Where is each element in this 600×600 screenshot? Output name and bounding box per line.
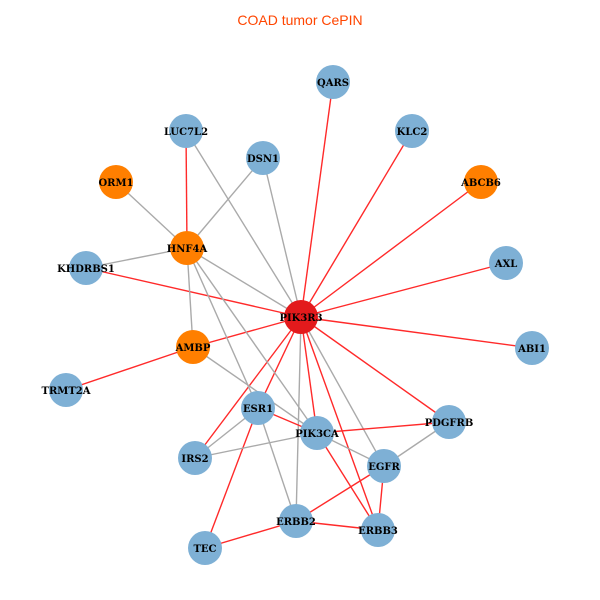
node-circle[interactable] <box>246 141 280 175</box>
edge-pik3r3-pdgfrb <box>300 316 450 423</box>
node-circle[interactable] <box>316 65 350 99</box>
graph-title: COAD tumor CePIN <box>237 12 363 28</box>
edge-pik3r3-qars <box>300 81 334 318</box>
node-label: ERBB2 <box>276 517 316 528</box>
node-label: EGFR <box>368 462 400 473</box>
edge-pik3r3-luc7l2 <box>185 130 302 318</box>
node-circle[interactable] <box>178 441 212 475</box>
edge-dsn1-hnf4a <box>186 157 264 249</box>
edge-egfr-erbb2 <box>295 465 385 522</box>
edge-hnf4a-esr1 <box>186 247 259 409</box>
node-label: ABCB6 <box>460 178 501 189</box>
node-label: AMBP <box>175 343 211 354</box>
node-klc2[interactable]: KLC2 <box>395 114 429 148</box>
node-circle[interactable] <box>489 246 523 280</box>
node-label: ORM1 <box>98 178 133 189</box>
edge-pik3r3-axl <box>300 262 507 318</box>
edge-ambp-pik3ca <box>192 346 318 434</box>
node-circle[interactable] <box>241 391 275 425</box>
node-circle[interactable] <box>284 300 318 334</box>
node-circle[interactable] <box>279 504 313 538</box>
edge-luc7l2-hnf4a <box>185 130 188 249</box>
node-label: KHDRBS1 <box>57 264 115 275</box>
node-label: KLC2 <box>397 127 428 138</box>
node-circle[interactable] <box>188 531 222 565</box>
node-circle[interactable] <box>515 331 549 365</box>
node-circle[interactable] <box>99 165 133 199</box>
node-circle[interactable] <box>169 114 203 148</box>
edge-pik3r3-pik3ca <box>300 316 318 434</box>
node-label: ERBB3 <box>358 526 398 537</box>
node-circle[interactable] <box>170 231 204 265</box>
node-trmt2a[interactable]: TRMT2A <box>42 373 91 407</box>
node-label: LUC7L2 <box>164 127 208 138</box>
node-hnf4a[interactable]: HNF4A <box>167 231 208 265</box>
node-pdgfrb[interactable]: PDGFRB <box>425 405 474 439</box>
edge-pik3r3-erbb2 <box>295 316 302 522</box>
node-erbb2[interactable]: ERBB2 <box>276 504 316 538</box>
edge-pik3r3-dsn1 <box>262 157 302 318</box>
node-irs2[interactable]: IRS2 <box>178 441 212 475</box>
node-label: TEC <box>193 544 216 555</box>
node-label: ABI1 <box>517 344 546 355</box>
node-circle[interactable] <box>49 373 83 407</box>
node-label: QARS <box>317 78 349 89</box>
node-pik3r3[interactable]: PIK3R3 <box>279 300 323 334</box>
edge-pik3r3-irs2 <box>194 316 302 459</box>
node-pik3ca[interactable]: PIK3CA <box>295 416 339 450</box>
edge-pik3r3-klc2 <box>300 130 413 318</box>
node-ambp[interactable]: AMBP <box>175 330 211 364</box>
node-qars[interactable]: QARS <box>316 65 350 99</box>
node-abcb6[interactable]: ABCB6 <box>460 165 501 199</box>
node-circle[interactable] <box>176 330 210 364</box>
node-abi1[interactable]: ABI1 <box>515 331 549 365</box>
node-luc7l2[interactable]: LUC7L2 <box>164 114 208 148</box>
node-dsn1[interactable]: DSN1 <box>246 141 280 175</box>
node-label: PIK3CA <box>295 429 339 440</box>
node-label: DSN1 <box>247 154 279 165</box>
node-label: IRS2 <box>181 454 208 465</box>
edge-khdrbs1-hnf4a <box>85 247 188 269</box>
edge-pik3r3-abi1 <box>300 316 533 349</box>
edge-pik3r3-khdrbs1 <box>85 267 302 318</box>
edge-pik3r3-egfr <box>300 316 385 467</box>
node-khdrbs1[interactable]: KHDRBS1 <box>57 251 115 285</box>
node-circle[interactable] <box>367 449 401 483</box>
edge-esr1-erbb2 <box>257 407 297 522</box>
node-circle[interactable] <box>395 114 429 148</box>
node-label: ESR1 <box>243 404 273 415</box>
edge-pik3ca-erbb3 <box>316 432 379 531</box>
edge-esr1-tec <box>204 407 259 549</box>
node-esr1[interactable]: ESR1 <box>241 391 275 425</box>
node-erbb3[interactable]: ERBB3 <box>358 513 398 547</box>
node-egfr[interactable]: EGFR <box>367 449 401 483</box>
edge-pik3r3-erbb3 <box>300 316 379 531</box>
node-circle[interactable] <box>432 405 466 439</box>
node-orm1[interactable]: ORM1 <box>98 165 134 199</box>
node-circle[interactable] <box>300 416 334 450</box>
node-circle[interactable] <box>361 513 395 547</box>
edge-irs2-pik3ca <box>194 432 318 459</box>
node-label: AXL <box>494 259 518 270</box>
node-label: TRMT2A <box>42 386 91 397</box>
edge-hnf4a-pik3ca <box>186 247 318 434</box>
edge-pik3ca-pdgfrb <box>316 421 450 434</box>
edge-pik3r3-abcb6 <box>300 181 482 318</box>
edge-ambp-trmt2a <box>65 346 194 391</box>
edge-pik3r3-ambp <box>192 316 302 348</box>
node-label: HNF4A <box>167 244 208 255</box>
node-label: PIK3R3 <box>279 313 322 324</box>
edge-pik3r3-hnf4a <box>186 247 302 318</box>
node-circle[interactable] <box>69 251 103 285</box>
node-axl[interactable]: AXL <box>489 246 523 280</box>
node-circle[interactable] <box>464 165 498 199</box>
node-label: PDGFRB <box>425 418 474 429</box>
node-tec[interactable]: TEC <box>188 531 222 565</box>
